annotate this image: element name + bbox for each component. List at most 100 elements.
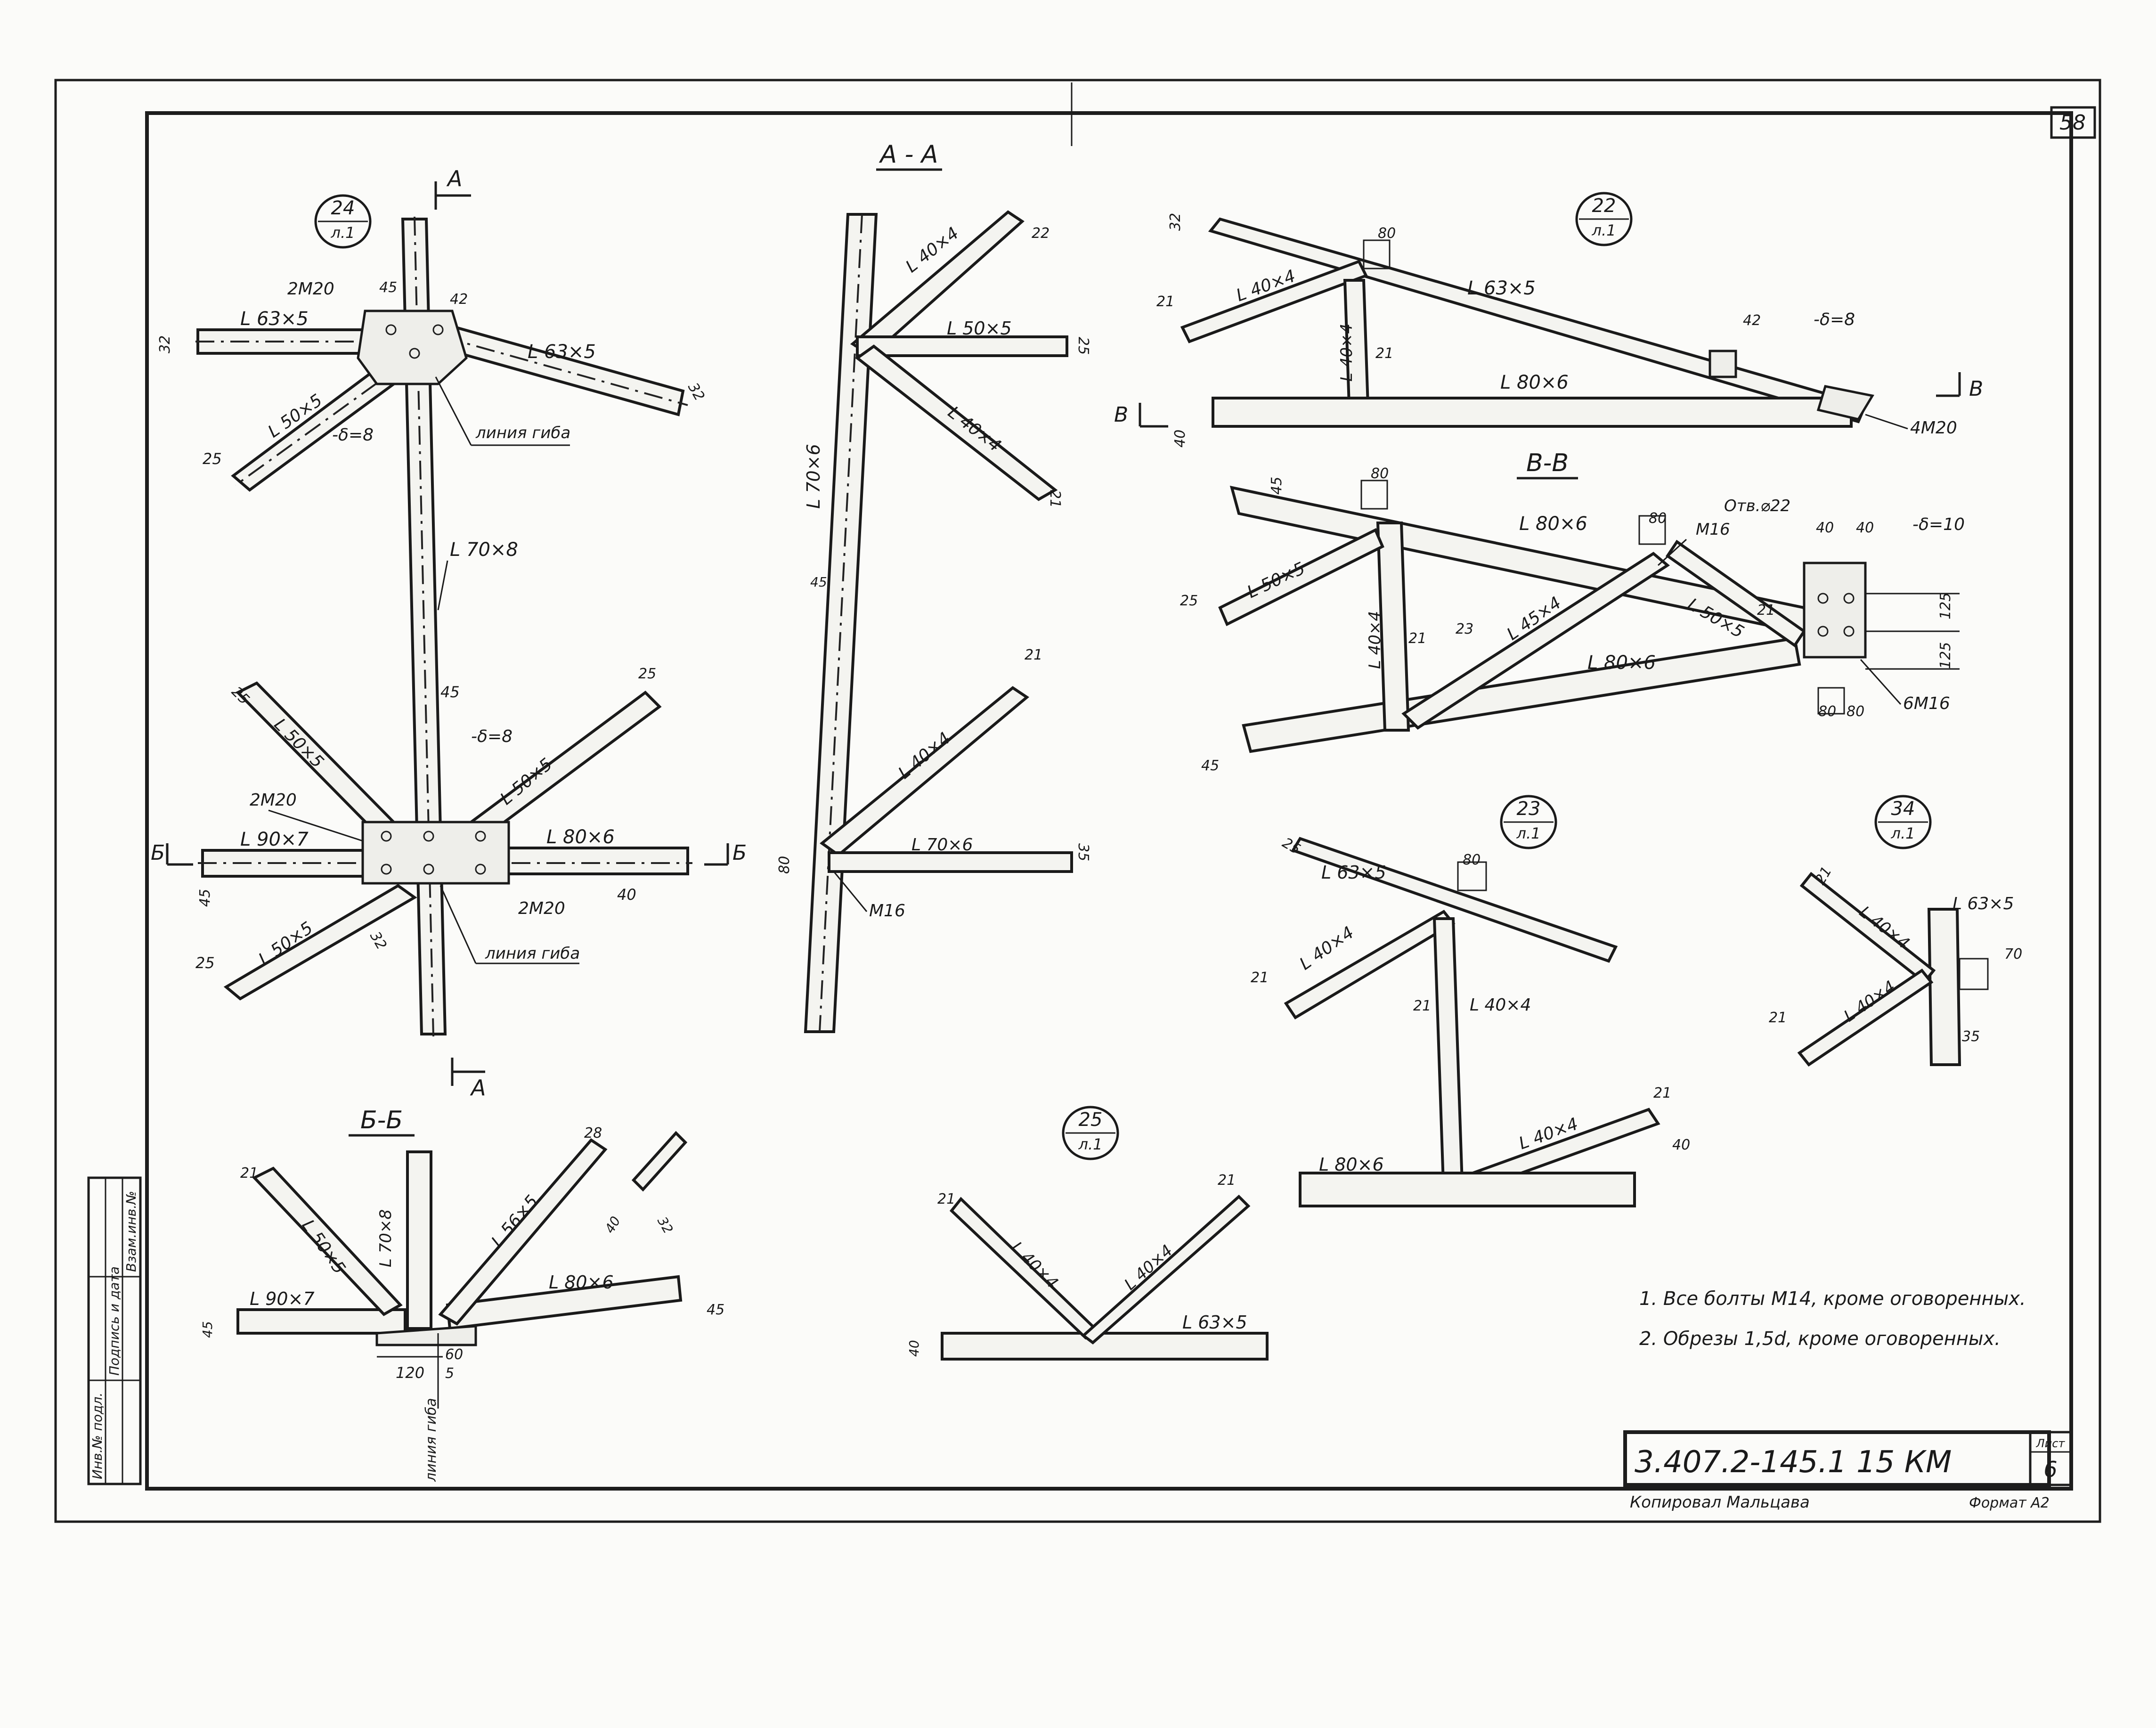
section-vv-view: В-В 45 80 L 80×6 80 Отв.⌀22 М16 40 40 -δ… bbox=[1180, 449, 1965, 774]
aa-label-L70x6: L 70×6 bbox=[803, 444, 824, 509]
copied-by: Копировал Мальцава bbox=[1630, 1493, 1810, 1512]
n23-label-80: 80 bbox=[1463, 852, 1481, 868]
bb-label-45-right: 45 bbox=[707, 1302, 724, 1318]
n23-label-21-right: 21 bbox=[1653, 1085, 1671, 1101]
gusset-plate-24 bbox=[357, 310, 468, 385]
aa-label-22: 22 bbox=[1032, 225, 1050, 242]
angle-L40x4-down bbox=[854, 344, 1058, 501]
node23-bubble-bottom: л.1 bbox=[1516, 824, 1541, 842]
bb-label-5: 5 bbox=[445, 1365, 454, 1382]
vv-label-45-top: 45 bbox=[1269, 477, 1285, 495]
node34-view: 34 л.1 21 L 40×4 L 63×5 70 L 40×4 21 35 bbox=[1769, 795, 2022, 1067]
n24-label-45-axis: 45 bbox=[440, 683, 460, 701]
gusset-plate-vv bbox=[1803, 562, 1867, 659]
bb-label-21: 21 bbox=[240, 1165, 258, 1182]
node24-bubble-bottom: л.1 bbox=[331, 224, 355, 242]
angle-L50x5 bbox=[856, 335, 1068, 357]
aa-label-21-upper: 21 bbox=[1047, 490, 1063, 508]
node24-view: 24 л.1 А L 63×5 2М20 45 42 L 63×5 32 32 … bbox=[157, 166, 708, 1037]
n24-label-2M20: 2М20 bbox=[287, 279, 334, 299]
n22-label-L40x4-vertical: L 40×4 bbox=[1337, 324, 1356, 382]
vv-label-L80x6-upper: L 80×6 bbox=[1519, 513, 1587, 535]
node22-bubble-top: 22 bbox=[1592, 195, 1616, 217]
node24-lower-view: 25 L 50×5 25 -δ=8 L 50×5 2М20 L 90×7 L 8… bbox=[151, 666, 747, 1100]
node25-bubble-bottom: л.1 bbox=[1078, 1135, 1103, 1153]
angle-L80x6-lower bbox=[1242, 636, 1801, 753]
n24-label-L70x8: L 70×8 bbox=[450, 539, 518, 561]
n22-label-21-left: 21 bbox=[1156, 293, 1174, 310]
gusset-plate-24-lower bbox=[361, 821, 510, 885]
angle-L80x6 bbox=[1212, 397, 1853, 428]
aa-label-35: 35 bbox=[1075, 843, 1091, 861]
n23-label-40: 40 bbox=[1672, 1137, 1690, 1153]
title-sheet-label: Лист bbox=[2036, 1437, 2066, 1450]
vv-label-21-left: 21 bbox=[1408, 630, 1426, 647]
bb-label-L80x6: L 80×6 bbox=[549, 1272, 614, 1293]
axis-vertical bbox=[414, 216, 434, 1037]
n24l-section-b-left: Б bbox=[151, 841, 165, 865]
angle-L40x4-lower bbox=[820, 686, 1029, 857]
aa-label-M16: М16 bbox=[869, 901, 905, 921]
vv-label-40-a: 40 bbox=[1816, 520, 1834, 536]
vv-label-6M16: 6М16 bbox=[1903, 694, 1950, 713]
angle-L63x5-n25 bbox=[941, 1332, 1269, 1361]
section-aa-view: А - А L 40×4 22 L 50×5 25 L 40×4 21 L 70… bbox=[776, 140, 1091, 1033]
n23-label-21-mid: 21 bbox=[1413, 998, 1431, 1014]
angle-L80x6-n23 bbox=[1299, 1172, 1636, 1207]
node24-bubble-top: 24 bbox=[331, 197, 355, 219]
n22-label-L63x5: L 63×5 bbox=[1467, 277, 1536, 299]
n24-label-25: 25 bbox=[203, 450, 222, 468]
n22-label-plate: -δ=8 bbox=[1814, 310, 1855, 329]
n23-label-21-left: 21 bbox=[1251, 970, 1269, 986]
aa-label-L50x5: L 50×5 bbox=[947, 318, 1012, 339]
n24-label-32-left: 32 bbox=[157, 335, 173, 353]
aa-label-80: 80 bbox=[776, 856, 793, 874]
bb-label-40: 40 bbox=[602, 1214, 623, 1236]
node34-bubble-top: 34 bbox=[1891, 798, 1915, 820]
title-designation: 3.407.2-145.1 15 КМ bbox=[1635, 1445, 1952, 1480]
n23-label-L40x4-vertical: L 40×4 bbox=[1470, 995, 1531, 1015]
n25-label-L63x5: L 63×5 bbox=[1182, 1312, 1247, 1333]
bb-label-32: 32 bbox=[654, 1214, 676, 1236]
n24l-label-2M20-right: 2М20 bbox=[518, 899, 565, 918]
n24l-section-a-bottom: А bbox=[470, 1075, 486, 1100]
vv-label-L80x6-lower: L 80×6 bbox=[1587, 652, 1656, 674]
n24l-label-25-right: 25 bbox=[638, 666, 656, 682]
n24l-label-32: 32 bbox=[366, 929, 390, 953]
n34-label-35: 35 bbox=[1962, 1028, 1980, 1045]
angle-L40x4-n34-lower bbox=[1797, 968, 1934, 1067]
n24l-label-25-bottom: 25 bbox=[195, 954, 215, 972]
n22-section-v-left: В bbox=[1114, 403, 1128, 427]
n24l-label-45: 45 bbox=[197, 889, 213, 907]
vv-label-M16: М16 bbox=[1696, 520, 1730, 539]
vv-label-80-left: 80 bbox=[1371, 465, 1389, 482]
n24l-label-L80x6: L 80×6 bbox=[546, 826, 615, 848]
node25-view: 25 л.1 21 21 L 40×4 L 40×4 L 63×5 40 bbox=[906, 1106, 1269, 1361]
angle-L40x4-n34-upper bbox=[1799, 872, 1936, 985]
note-2: 2. Обрезы 1,5d, кроме оговоренных. bbox=[1639, 1328, 2001, 1350]
stamp-inv: Инв.№ подл. bbox=[89, 1393, 105, 1479]
n24-label-plate: -δ=8 bbox=[332, 425, 374, 445]
aa-label-21-lower: 21 bbox=[1025, 647, 1042, 663]
n24-label-L63x5-right: L 63×5 bbox=[528, 341, 596, 363]
n24l-section-b-right: Б bbox=[732, 841, 747, 865]
n23-label-L80x6: L 80×6 bbox=[1319, 1154, 1384, 1175]
node23-bubble-top: 23 bbox=[1517, 798, 1541, 820]
angle-L90x7-bb bbox=[236, 1308, 407, 1335]
section-mark-a-top-label: А bbox=[446, 166, 462, 191]
vv-label-21-right: 21 bbox=[1757, 602, 1775, 619]
angle-L40x4-left bbox=[1180, 260, 1368, 343]
bb-label-bend-line: линия гиба bbox=[423, 1398, 439, 1482]
vv-label-23: 23 bbox=[1456, 621, 1473, 637]
angle-L63x5-n23 bbox=[1291, 837, 1618, 963]
angle-detail-bb bbox=[631, 1131, 688, 1192]
n23-label-L63x5: L 63×5 bbox=[1321, 862, 1386, 883]
vv-label-25: 25 bbox=[1180, 593, 1198, 609]
section-aa-title: А - А bbox=[879, 140, 938, 169]
aa-label-25: 25 bbox=[1075, 337, 1091, 355]
n24-label-bend-line: линия гиба bbox=[475, 424, 570, 442]
n24l-label-L50x5-ul: L 50×5 bbox=[270, 715, 327, 772]
n24-label-L63x5-left: L 63×5 bbox=[240, 308, 309, 330]
angle-L50x5-up-right bbox=[459, 691, 662, 845]
page-number: 58 bbox=[2059, 111, 2086, 135]
